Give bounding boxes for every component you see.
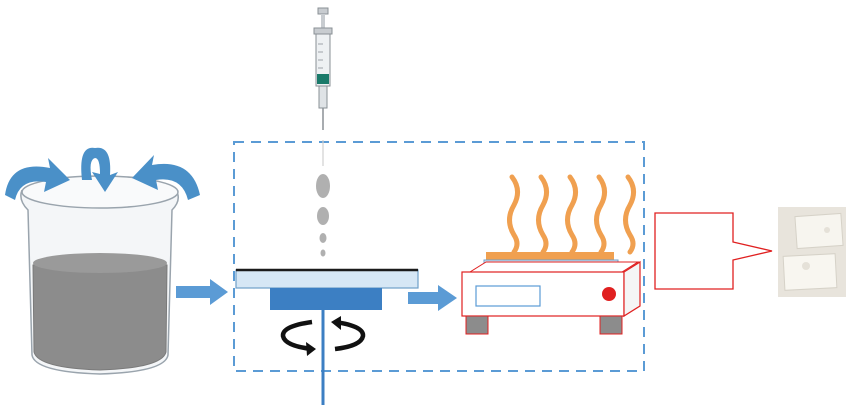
stir-arrow-middle-icon: [81, 147, 118, 192]
result-arrow-icon: [654, 212, 773, 290]
process-frame: [233, 141, 645, 372]
stirring-beaker-icon: [5, 147, 200, 375]
hot-plate-icon: [461, 174, 641, 335]
heat-waves-icon: [507, 174, 636, 255]
syringe-icon: [313, 7, 333, 166]
droplets-icon: [316, 174, 330, 257]
flow-arrow-2-icon: [408, 285, 457, 311]
film-sample-photo: [778, 207, 846, 297]
stir-arrow-left-icon: [5, 158, 70, 200]
flow-arrow-1-icon: [176, 279, 228, 305]
indicator-light-icon: [602, 287, 616, 301]
spin-coater-icon: [235, 268, 419, 405]
rotation-arrows-icon: [280, 316, 366, 356]
stir-arrow-right-icon: [132, 155, 200, 200]
